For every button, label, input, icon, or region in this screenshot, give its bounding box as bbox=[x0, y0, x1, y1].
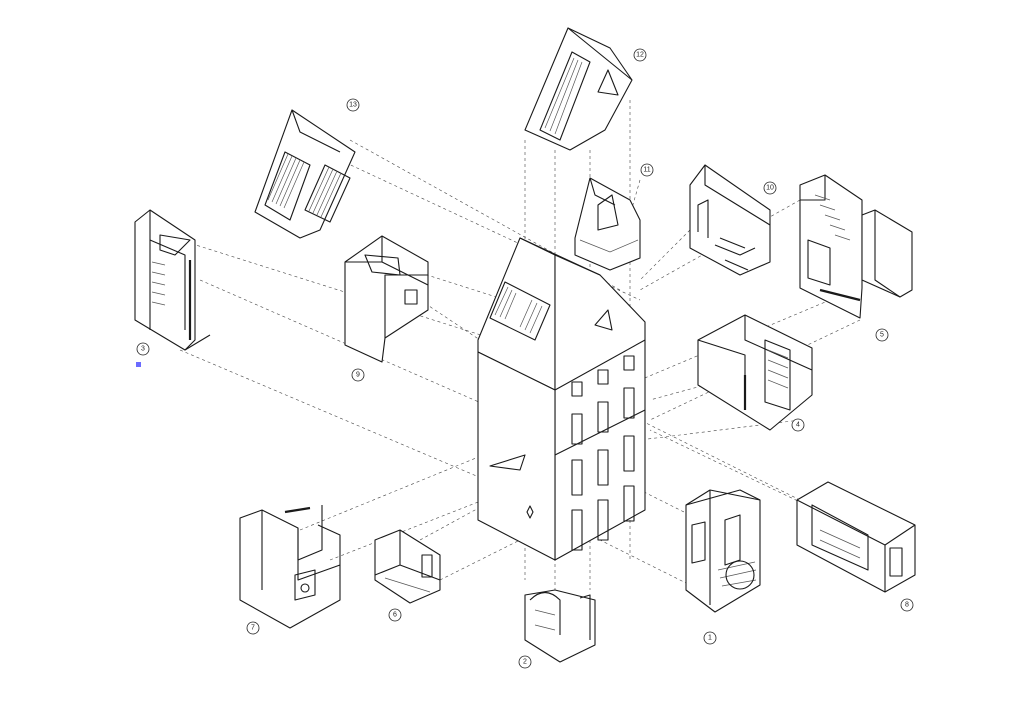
svg-text:10: 10 bbox=[766, 185, 774, 192]
svg-text:13: 13 bbox=[349, 102, 357, 109]
svg-text:5: 5 bbox=[880, 332, 884, 339]
label-13: 13 bbox=[346, 98, 360, 112]
label-5: 5 bbox=[875, 328, 889, 342]
module-5 bbox=[799, 174, 913, 319]
svg-text:9: 9 bbox=[356, 372, 360, 379]
svg-text:8: 8 bbox=[905, 602, 909, 609]
label-7: 7 bbox=[246, 621, 260, 635]
module-4 bbox=[697, 314, 813, 431]
label-2: 2 bbox=[518, 655, 532, 669]
svg-text:1: 1 bbox=[708, 635, 712, 642]
selection-handle[interactable] bbox=[136, 362, 141, 367]
label-4: 4 bbox=[791, 418, 805, 432]
module-11 bbox=[574, 177, 641, 271]
module-6 bbox=[374, 529, 441, 604]
module-12-roof bbox=[524, 27, 633, 151]
svg-text:2: 2 bbox=[523, 659, 527, 666]
svg-text:12: 12 bbox=[636, 52, 644, 59]
label-10: 10 bbox=[763, 181, 777, 195]
module-10 bbox=[689, 164, 771, 276]
label-6: 6 bbox=[388, 608, 402, 622]
central-house bbox=[477, 237, 646, 561]
label-12: 12 bbox=[633, 48, 647, 62]
module-9 bbox=[344, 235, 429, 363]
svg-text:11: 11 bbox=[643, 167, 650, 174]
svg-text:7: 7 bbox=[251, 625, 255, 632]
module-7 bbox=[239, 505, 341, 629]
label-9: 9 bbox=[351, 368, 365, 382]
module-1 bbox=[685, 489, 761, 613]
module-13-stairs bbox=[254, 109, 356, 239]
label-8: 8 bbox=[900, 598, 914, 612]
module-3 bbox=[134, 209, 211, 351]
module-labels: 12 13 11 10 5 3 9 4 8 6 7 1 2 bbox=[136, 48, 914, 669]
label-3: 3 bbox=[136, 342, 150, 356]
module-8 bbox=[796, 481, 916, 593]
label-1: 1 bbox=[703, 631, 717, 645]
svg-text:4: 4 bbox=[796, 422, 800, 429]
house-windows bbox=[571, 355, 635, 551]
module-2 bbox=[524, 589, 596, 663]
label-11: 11 bbox=[640, 163, 654, 177]
svg-text:6: 6 bbox=[393, 612, 397, 619]
svg-text:3: 3 bbox=[141, 346, 145, 353]
